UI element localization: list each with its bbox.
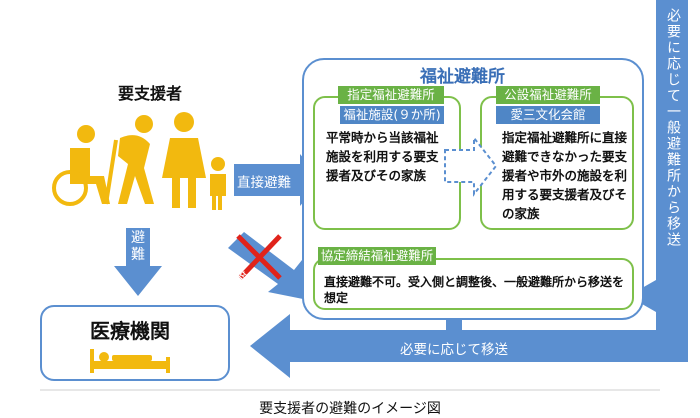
- right-arrow-label: 必要に応じて一般避難所から移送: [665, 8, 681, 248]
- right-arrow-branch: [640, 288, 660, 304]
- dashed-arrow-front: [444, 135, 498, 197]
- agreement-description: 直接避難不可。受入側と調整後、一般避難所から移送を想定: [324, 275, 625, 305]
- welfare-title: 福祉避難所: [420, 67, 505, 87]
- direct-evac-label: 直接避難: [237, 175, 291, 191]
- bottom-arrow-label: 必要に応じて移送: [400, 342, 508, 358]
- public-label: 公設福祉避難所: [496, 86, 600, 104]
- designated-label: 指定福祉避難所: [338, 86, 444, 104]
- people-label: 要支援者: [118, 84, 183, 103]
- designated-facility-label: 福祉施設(９か所): [340, 106, 444, 124]
- people-figures-icon: [52, 112, 226, 210]
- bottom-connector: [446, 318, 462, 332]
- direct-evac-arrow: [234, 154, 322, 206]
- cross-line-2: [238, 234, 282, 280]
- designated-description: 平常時から当該福祉施設を利用する要支援者及びその家族: [326, 130, 439, 183]
- figure-caption: 要支援者の避難のイメージ図: [259, 401, 441, 417]
- agreement-label: 協定締結福祉避難所: [318, 247, 436, 265]
- right-arrow-shaft: [656, 0, 688, 350]
- agreement-box: [313, 258, 634, 310]
- evac-arrow-label: 避難: [131, 230, 145, 263]
- public-description: 指定福祉避難所に直接避難できなかった要支援者や市外の施設を利用する要支援者及びそ…: [502, 130, 628, 221]
- evac-down-arrow: [114, 228, 162, 296]
- medical-title: 医療機関: [90, 319, 170, 343]
- bed-icon: [90, 349, 170, 373]
- public-facility-label: 愛三文化会館: [496, 106, 600, 124]
- bottom-arrow: [250, 314, 688, 378]
- medical-box: 医療機関: [40, 305, 230, 381]
